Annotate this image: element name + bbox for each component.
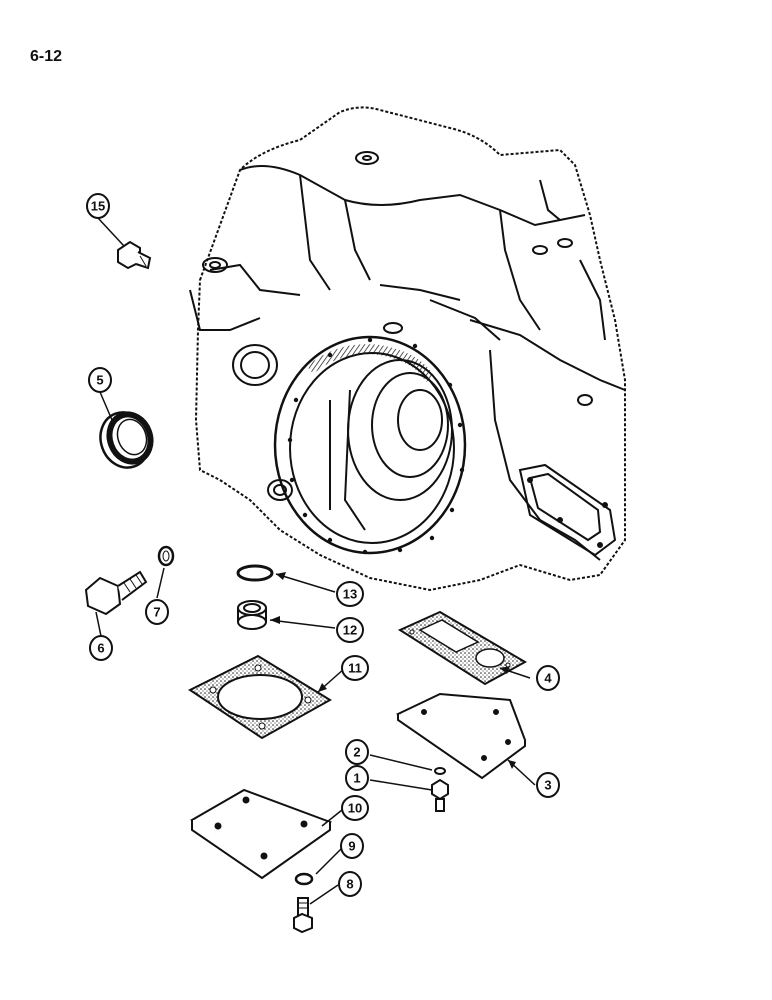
callout-15-label: 15	[91, 199, 105, 214]
callout-8-label: 8	[346, 877, 353, 892]
callout-8: 8	[338, 871, 362, 897]
washer-part-7	[157, 545, 175, 567]
callout-13-label: 13	[343, 587, 357, 602]
bolt-part-8	[293, 897, 313, 934]
callout-13: 13	[336, 581, 364, 607]
washer-part-2	[434, 767, 446, 775]
callout-4: 4	[536, 665, 560, 691]
callout-7-label: 7	[153, 605, 160, 620]
callout-2: 2	[345, 739, 369, 765]
bolt-part-15	[117, 240, 152, 270]
callout-12-label: 12	[343, 623, 357, 638]
callout-10-label: 10	[348, 801, 362, 816]
callout-1: 1	[345, 765, 369, 791]
callout-15: 15	[86, 193, 110, 219]
callout-12: 12	[336, 617, 364, 643]
page-number: 6-12	[30, 48, 63, 65]
callout-6-label: 6	[97, 641, 104, 656]
callout-11-label: 11	[348, 661, 362, 676]
callout-3-label: 3	[544, 778, 551, 793]
seal-part-5	[99, 411, 154, 469]
callout-9: 9	[340, 833, 364, 859]
callout-4-label: 4	[544, 671, 552, 686]
gasket-part-11	[188, 654, 332, 740]
callout-6: 6	[89, 635, 113, 661]
callout-9-label: 9	[348, 839, 355, 854]
callout-10: 10	[341, 795, 369, 821]
cover-plate-part-3	[396, 692, 527, 780]
plug-part-12	[237, 600, 267, 630]
transmission-housing	[189, 106, 626, 592]
bolt-part-6	[84, 570, 148, 616]
o-ring-part-13	[236, 564, 274, 582]
callout-7: 7	[145, 599, 169, 625]
bolt-part-1	[431, 778, 449, 812]
gasket-part-4	[397, 610, 528, 686]
callout-5-label: 5	[96, 373, 103, 388]
callout-3: 3	[536, 772, 560, 798]
callout-11: 11	[341, 655, 369, 681]
washer-part-9	[294, 872, 314, 886]
leader-lines	[95, 217, 536, 905]
cover-plate-part-10	[190, 788, 333, 880]
callout-1-label: 1	[353, 771, 360, 786]
callout-5: 5	[88, 367, 112, 393]
callout-2-label: 2	[353, 745, 360, 760]
leader-arrowheads	[270, 572, 516, 769]
